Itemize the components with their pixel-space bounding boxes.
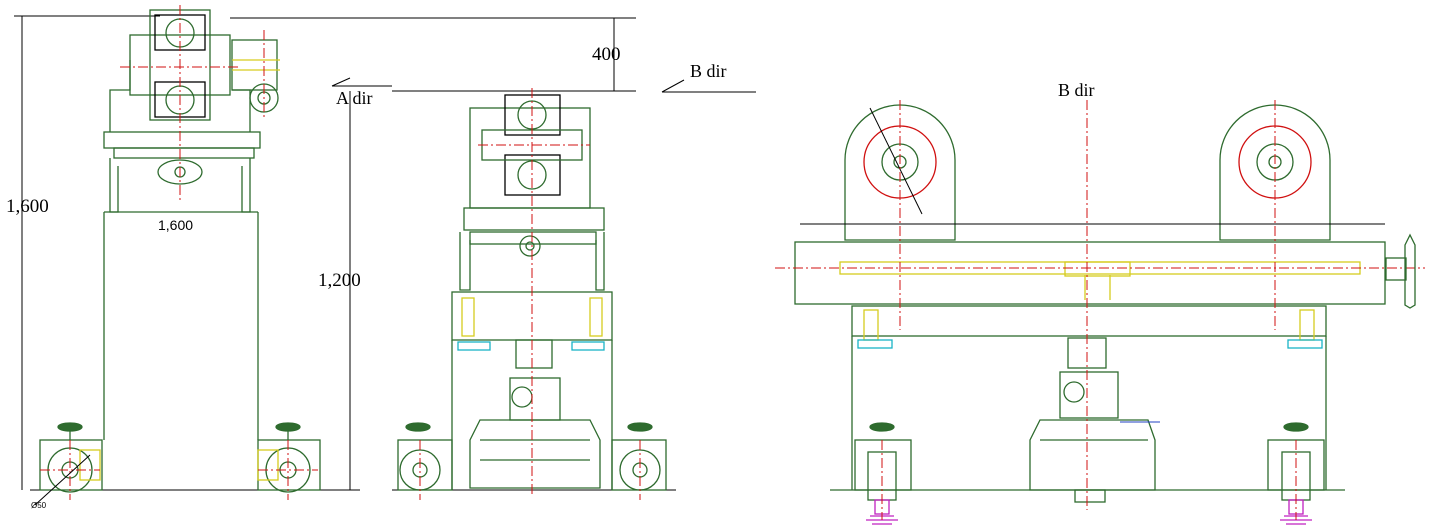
dim-overall-height: 1,600	[6, 196, 49, 217]
end-view	[775, 100, 1425, 525]
front-view	[230, 17, 676, 500]
detail-mark: Ø50	[31, 501, 47, 510]
label-b-dir-arrow: B dir	[690, 61, 727, 81]
label-b-dir-title: B dir	[1058, 80, 1095, 100]
side-view	[14, 5, 360, 506]
b-dir-arrow	[661, 79, 756, 93]
label-a-dir: A dir	[336, 88, 373, 108]
dim-top-offset: 400	[592, 44, 621, 65]
dim-width: 1,600	[158, 217, 193, 233]
dim-lower-height: 1,200	[318, 270, 361, 291]
